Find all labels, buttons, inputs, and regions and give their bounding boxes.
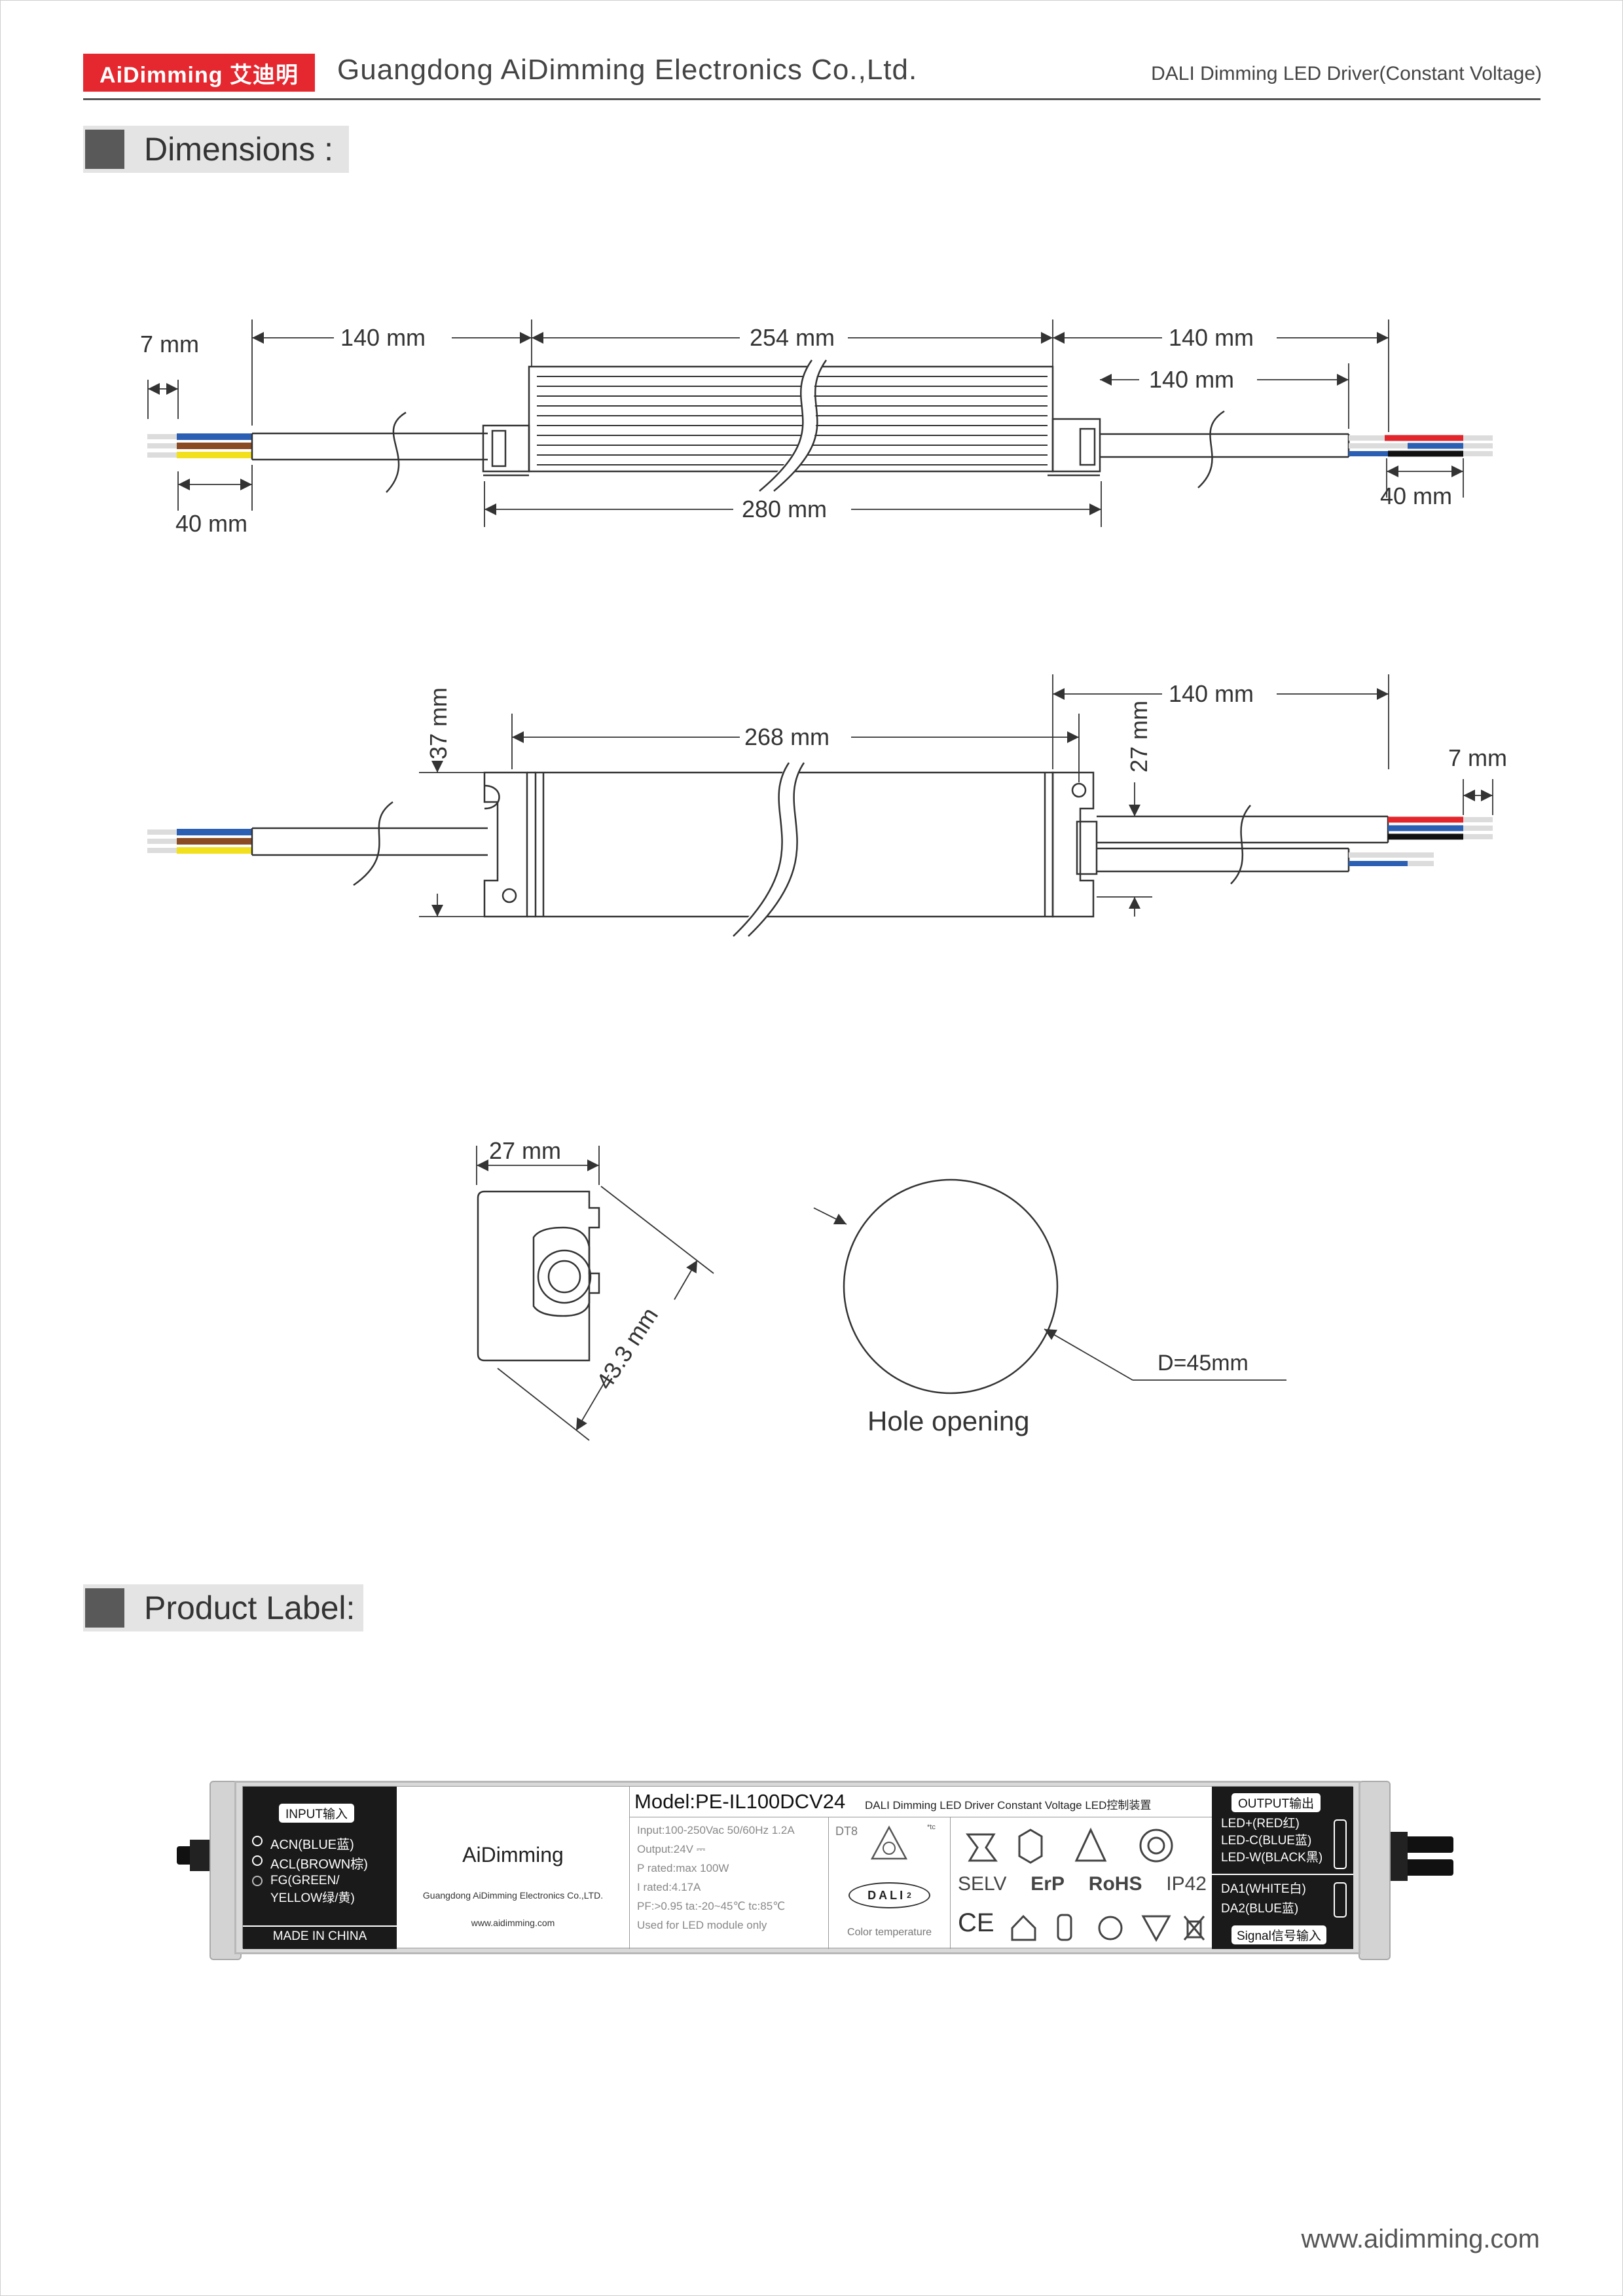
signal-title: Signal信号输入 [1231,1925,1326,1944]
enec-icon [966,1833,998,1862]
class-icon [1098,1916,1123,1941]
certification-text-row: SELV ErP RoHS IP42 [958,1873,1207,1895]
dimension-drawing-side: 37 mm 268 mm 140 mm 27 mm 7 mm [147,674,1507,941]
header-divider [83,98,1541,100]
dim-left-wire: 40 mm [175,510,247,537]
model-number: Model:PE-IL100DCV24 [634,1790,846,1813]
output-title: OUTPUT输出 [1231,1793,1321,1812]
spec-input: Input:100-250Vac 50/60Hz 1.2A [637,1824,795,1836]
ip42-mark: IP42 [1166,1873,1207,1895]
certification-logos-top [966,1827,1173,1864]
input-item: ACL(BROWN棕) [270,1857,368,1872]
tuv-icon [1018,1829,1043,1864]
output-item: LED-C(BLUE蓝) [1221,1834,1312,1848]
footer-website: www.aidimming.com [1301,2225,1540,2253]
dim-left-cable: 140 mm [340,324,426,351]
spec-pf-temp: PF:>0.95 ta:-20~45℃ tc:85℃ [637,1900,786,1912]
section-heading-product-label: Product Label: [83,1584,363,1631]
output-panel: OUTPUT输出 LED+(RED红) LED-C(BLUE蓝) LED-W(B… [1212,1787,1353,1949]
fuse-icon [1057,1914,1072,1941]
color-temp-label: Color temperature [847,1927,932,1938]
signal-list: DA1(WHITE白) DA2(BLUE蓝) [1221,1880,1306,1919]
dali-logo: DALI 2 [848,1882,930,1908]
color-temperature-icon [870,1825,908,1860]
ccc-icon [1139,1829,1173,1863]
brand-url: www.aidimming.com [471,1918,555,1928]
signal-terminal-icon [1334,1882,1347,1918]
brand-company: Guangdong AiDimming Electronics Co.,LTD. [422,1890,604,1901]
dim-strip-side: 7 mm [1448,744,1507,771]
selv-mark: SELV [958,1873,1007,1895]
dim-right-cable-2: 140 mm [1149,366,1234,393]
certification-panel: SELV ErP RoHS IP42 CE [950,1817,1212,1949]
dim-height: 37 mm [425,687,452,759]
spec-usage: Used for LED module only [637,1919,767,1931]
dim-right-cable: 140 mm [1169,324,1254,351]
terminal-icon [252,1855,263,1866]
brand-logo-text: AiDimming 艾迪明 [100,62,299,88]
terminal-icon [252,1836,263,1846]
tc-note: *tc [927,1823,936,1831]
input-title: INPUT输入 [279,1804,355,1823]
dim-cable-gap: 27 mm [1125,701,1152,773]
ground-icon [252,1876,263,1886]
dim-overall-length: 280 mm [742,496,827,522]
temperature-icon [1141,1915,1171,1942]
company-name: Guangdong AiDimming Electronics Co.,Ltd. [337,54,918,86]
dimension-drawing-top: 7 mm 140 mm 254 mm 140 mm 140 mm 40 mm 2… [140,319,1493,537]
panel-divider [243,1925,397,1927]
signal-item: DA1(WHITE白) [1221,1882,1306,1896]
section-title: Product Label: [144,1590,356,1626]
section-heading-dimensions: Dimensions : [83,126,349,173]
output-terminal-icon [1334,1819,1347,1869]
dim-left-strip: 7 mm [140,331,199,357]
erp-mark: ErP [1030,1873,1065,1895]
dim-body-length: 254 mm [750,324,835,351]
panel-divider [1212,1874,1353,1875]
brand-logo: AiDimming 艾迪明 [83,54,315,92]
spec-list: Input:100-250Vac 50/60Hz 1.2A Output:24V… [629,1817,829,1949]
signal-item: DA2(BLUE蓝) [1221,1902,1299,1916]
dt8-label: DT8 [835,1825,858,1838]
dim-right-cable-side: 140 mm [1169,680,1254,707]
dim-hole-diameter: D=45mm [1158,1351,1249,1376]
rohs-mark: RoHS [1088,1873,1142,1895]
output-item: LED-W(BLACK黑) [1221,1851,1323,1865]
spec-power: P rated:max 100W [637,1862,729,1874]
section-marker [85,130,124,169]
hole-opening-label: Hole opening [867,1406,1030,1436]
dim-right-wire: 40 mm [1380,483,1452,509]
model-header: Model:PE-IL100DCV24 DALI Dimming LED Dri… [629,1787,1212,1817]
product-label-illustration: INPUT输入 ACN(BLUE蓝) ACL(BROWN棕) FG(GREEN/… [177,1774,1453,1971]
dim-mount-spacing: 268 mm [744,723,830,750]
made-in-china: MADE IN CHINA [272,1929,367,1943]
certification-logos-bottom [1011,1914,1205,1942]
rcm-icon [1074,1827,1107,1862]
dim-end-diagonal: 43.3 mm [591,1303,663,1394]
input-item: ACN(BLUE蓝) [270,1838,354,1852]
section-marker [85,1588,124,1628]
dim-end-width: 27 mm [489,1137,561,1164]
indoor-use-icon [1011,1914,1036,1941]
input-panel: INPUT输入 ACN(BLUE蓝) ACL(BROWN棕) FG(GREEN/… [243,1787,397,1949]
brand-panel: AiDimming Guangdong AiDimming Electronic… [397,1787,630,1949]
dali-logo-text: DALI [867,1888,906,1902]
dimension-drawing-end: 27 mm 43.3 mm D=45mm Hole opening [476,1137,1286,1441]
product-description: DALI Dimming LED Driver Constant Voltage… [865,1799,1152,1812]
spec-output: Output:24V ⎓ [637,1843,706,1855]
input-item: FG(GREEN/ [270,1874,340,1887]
input-item: YELLOW绿/黄) [270,1891,355,1905]
label-sticker: INPUT输入 ACN(BLUE蓝) ACL(BROWN棕) FG(GREEN/… [242,1786,1353,1949]
document-title: DALI Dimming LED Driver(Constant Voltage… [1151,63,1542,84]
brand-name: AiDimming [462,1843,564,1867]
section-title: Dimensions : [144,131,333,168]
right-end-cap [1359,1781,1391,1960]
output-list: LED+(RED红) LED-C(BLUE蓝) LED-W(BLACK黑) [1221,1815,1322,1867]
output-item: LED+(RED红) [1221,1817,1300,1831]
ce-mark: CE [958,1908,994,1937]
dali-logo-number: 2 [907,1891,911,1900]
spec-current: I rated:4.17A [637,1881,701,1893]
dali-panel: DT8 *tc DALI 2 Color temperature [829,1817,951,1949]
